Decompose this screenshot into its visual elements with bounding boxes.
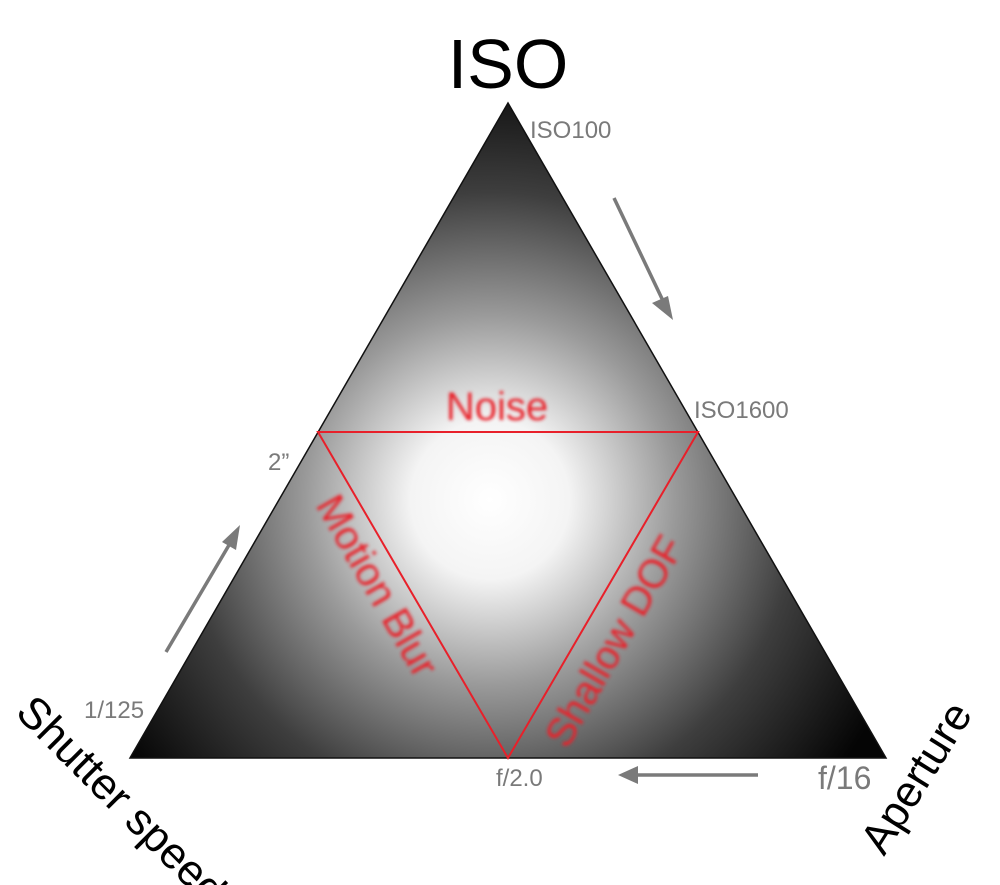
outer-triangle xyxy=(128,101,888,759)
tick-iso1600: ISO1600 xyxy=(694,397,789,424)
arrow-shutter-slower xyxy=(164,525,240,653)
arrow-aperture-wider xyxy=(618,766,758,784)
inner-effects-triangle xyxy=(316,431,700,760)
arrow-iso-increase xyxy=(612,197,673,320)
tick-iso100: ISO100 xyxy=(530,117,611,144)
tick-1-125: 1/125 xyxy=(84,697,144,724)
tick-2-seconds: 2” xyxy=(268,449,289,476)
tick-f2: f/2.0 xyxy=(496,765,543,792)
effect-noise: Noise xyxy=(446,385,548,429)
tick-f16: f/16 xyxy=(818,760,871,796)
title-iso: ISO xyxy=(448,25,569,103)
